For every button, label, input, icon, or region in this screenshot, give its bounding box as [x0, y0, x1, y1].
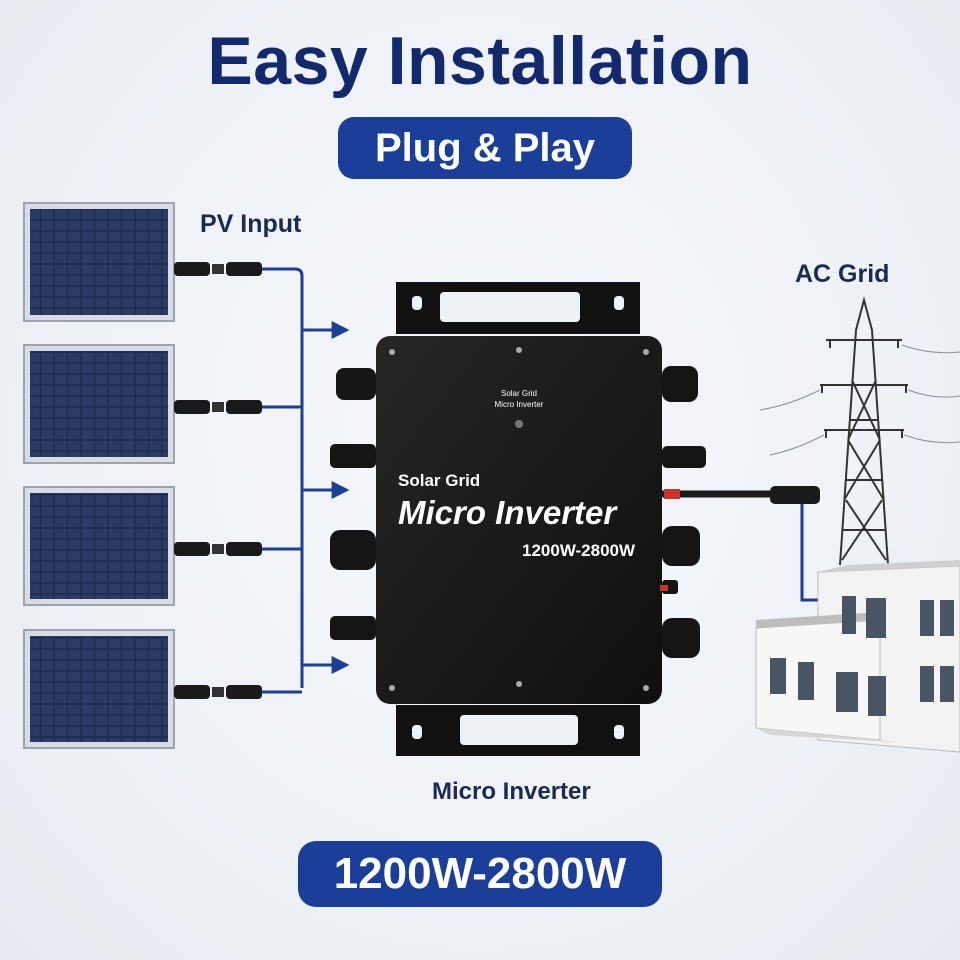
right-ac-connectors: [662, 366, 706, 658]
device-small-label-2: Micro Inverter: [495, 400, 544, 409]
ac-cable: [662, 486, 830, 602]
pv-wires: [262, 267, 350, 694]
page-title: Easy Installation: [207, 23, 753, 99]
status-led-icon: [515, 420, 523, 428]
ac-grid-label: AC Grid: [795, 260, 890, 288]
bracket-holes: [412, 292, 624, 745]
building: [755, 560, 960, 753]
red-marker: [660, 585, 668, 591]
power-range-badge: 1200W-2800W: [298, 841, 662, 907]
solar-panel-1: [23, 202, 175, 322]
pv-input-label: PV Input: [200, 210, 302, 238]
device-model-name: Micro Inverter: [398, 494, 618, 531]
inverter-body: [376, 336, 662, 704]
device-small-label-1: Solar Grid: [501, 389, 537, 398]
solar-panel-2: [23, 344, 175, 464]
pv-connectors: [174, 262, 262, 699]
plug-and-play-badge: Plug & Play: [338, 117, 632, 179]
solar-panel-4: [23, 629, 175, 749]
screws: [389, 347, 649, 691]
device-brand-line: Solar Grid: [398, 471, 480, 490]
solar-panel-3: [23, 486, 175, 606]
transmission-tower: [820, 296, 908, 566]
micro-inverter-label: Micro Inverter: [432, 778, 591, 805]
left-dc-connectors: [330, 368, 376, 640]
device-power-range: 1200W-2800W: [522, 541, 636, 560]
power-lines: [759, 344, 960, 456]
